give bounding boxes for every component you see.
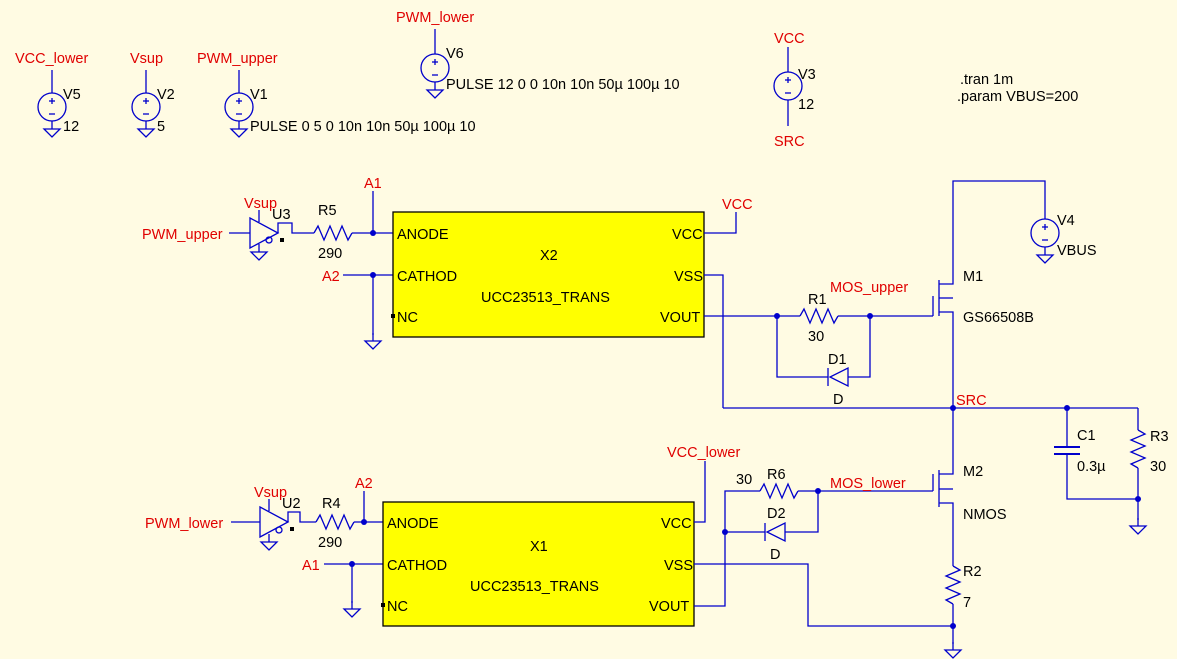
resistor-r5[interactable]: R5 290 bbox=[313, 203, 353, 262]
u3-name: U3 bbox=[272, 207, 291, 223]
lower-a2-label: A2 bbox=[355, 476, 373, 492]
upper-vcc-label: VCC bbox=[722, 197, 753, 213]
capacitor-c1[interactable]: C1 0.3µ bbox=[1054, 408, 1138, 500]
x2-pin-vcc: VCC bbox=[672, 227, 703, 243]
v1-name: V1 bbox=[250, 87, 268, 103]
lower-a1-label: A1 bbox=[302, 558, 320, 574]
src-net-label: SRC bbox=[956, 393, 987, 409]
x2-part: UCC23513_TRANS bbox=[481, 290, 610, 306]
x1-pin-vss: VSS bbox=[664, 558, 693, 574]
diode-d1[interactable]: D1 D bbox=[827, 352, 849, 408]
x2-pin-cathod: CATHOD bbox=[397, 269, 457, 285]
m2-name: M2 bbox=[963, 464, 983, 480]
buffer-u3[interactable]: Vsup U3 bbox=[244, 196, 291, 261]
r3-value: 30 bbox=[1150, 459, 1166, 475]
x1-pin-vout: VOUT bbox=[649, 599, 689, 615]
tran-directive[interactable]: .tran 1m bbox=[960, 72, 1013, 88]
x1-name: X1 bbox=[530, 539, 548, 555]
v5-net-label: VCC_lower bbox=[15, 51, 88, 67]
v2-value: 5 bbox=[157, 119, 165, 135]
ic-x2[interactable]: ANODE CATHOD NC VCC VSS VOUT X2 UCC23513… bbox=[392, 211, 705, 338]
pwm-lower-label: PWM_lower bbox=[145, 516, 223, 532]
source-v5[interactable]: VCC_lower V5 12 bbox=[15, 51, 88, 138]
u3-supply: Vsup bbox=[244, 196, 277, 212]
mos-lower-label: MOS_lower bbox=[830, 476, 906, 492]
d2-name: D2 bbox=[767, 506, 786, 522]
param-directive[interactable]: .param VBUS=200 bbox=[957, 89, 1078, 105]
source-v6[interactable]: PWM_lower V6 PULSE 12 0 0 10n 10n 50µ 10… bbox=[396, 10, 680, 99]
r5-name: R5 bbox=[318, 203, 337, 219]
x1-part: UCC23513_TRANS bbox=[470, 579, 599, 595]
v1-net-label: PWM_upper bbox=[197, 51, 278, 67]
v6-name: V6 bbox=[446, 46, 464, 62]
source-v1[interactable]: PWM_upper V1 PULSE 0 5 0 10n 10n 50µ 100… bbox=[197, 51, 476, 138]
v4-name: V4 bbox=[1057, 213, 1075, 229]
r5-value: 290 bbox=[318, 246, 342, 262]
upper-a2-label: A2 bbox=[322, 269, 340, 285]
x1-pin-cathod: CATHOD bbox=[387, 558, 447, 574]
resistor-r1[interactable]: R1 30 bbox=[799, 292, 839, 345]
v1-value: PULSE 0 5 0 10n 10n 50µ 100µ 10 bbox=[250, 119, 476, 135]
r6-value: 30 bbox=[736, 472, 752, 488]
mos-upper-label: MOS_upper bbox=[830, 280, 908, 296]
x2-pin-vss: VSS bbox=[674, 269, 703, 285]
u2-name: U2 bbox=[282, 496, 301, 512]
m1-name: M1 bbox=[963, 269, 983, 285]
v3-name: V3 bbox=[798, 67, 816, 83]
x2-pin-vout: VOUT bbox=[660, 310, 700, 326]
v2-name: V2 bbox=[157, 87, 175, 103]
v6-value: PULSE 12 0 0 10n 10n 50µ 100µ 10 bbox=[446, 77, 680, 93]
diode-d2[interactable]: D2 D bbox=[764, 506, 786, 563]
c1-value: 0.3µ bbox=[1077, 459, 1106, 475]
pwm-upper-label: PWM_upper bbox=[142, 227, 223, 243]
source-v4[interactable]: V4 VBUS bbox=[1030, 213, 1097, 264]
x2-name: X2 bbox=[540, 248, 558, 264]
r2-value: 7 bbox=[963, 595, 971, 611]
m1-part: GS66508B bbox=[963, 310, 1034, 326]
r3-name: R3 bbox=[1150, 429, 1169, 445]
x1-pin-anode: ANODE bbox=[387, 516, 439, 532]
x2-pin-anode: ANODE bbox=[397, 227, 449, 243]
v3-net-bot: SRC bbox=[774, 134, 805, 150]
resistor-r4[interactable]: R4 290 bbox=[315, 496, 355, 551]
buffer-u2[interactable]: Vsup U2 bbox=[254, 485, 301, 551]
r6-name: R6 bbox=[767, 467, 786, 483]
x1-pin-nc: NC bbox=[387, 599, 408, 615]
resistor-r6[interactable]: R6 bbox=[759, 467, 799, 500]
v6-net-label: PWM_lower bbox=[396, 10, 474, 26]
d2-value: D bbox=[770, 547, 780, 563]
source-v3[interactable]: VCC V3 12 SRC bbox=[773, 31, 816, 150]
r4-value: 290 bbox=[318, 535, 342, 551]
resistor-r3[interactable]: R3 30 bbox=[1129, 408, 1169, 535]
v3-net-top: VCC bbox=[774, 31, 805, 47]
mosfet-m2[interactable]: M2 NMOS bbox=[932, 408, 1007, 566]
m2-part: NMOS bbox=[963, 507, 1007, 523]
v4-value: VBUS bbox=[1057, 243, 1097, 259]
u2-supply: Vsup bbox=[254, 485, 287, 501]
r2-name: R2 bbox=[963, 564, 982, 580]
upper-a1-label: A1 bbox=[364, 176, 382, 192]
v2-net-label: Vsup bbox=[130, 51, 163, 67]
d1-value: D bbox=[833, 392, 843, 408]
r1-name: R1 bbox=[808, 292, 827, 308]
d1-name: D1 bbox=[828, 352, 847, 368]
source-v2[interactable]: Vsup V2 5 bbox=[130, 51, 175, 138]
resistor-r2[interactable]: R2 7 bbox=[944, 564, 982, 659]
r1-value: 30 bbox=[808, 329, 824, 345]
mosfet-m1[interactable]: M1 GS66508B bbox=[932, 180, 1046, 408]
v3-value: 12 bbox=[798, 97, 814, 113]
r4-name: R4 bbox=[322, 496, 341, 512]
x1-pin-vcc: VCC bbox=[661, 516, 692, 532]
lower-vcc-label: VCC_lower bbox=[667, 445, 740, 461]
x2-pin-nc: NC bbox=[397, 310, 418, 326]
c1-name: C1 bbox=[1077, 428, 1096, 444]
v5-name: V5 bbox=[63, 87, 81, 103]
v5-value: 12 bbox=[63, 119, 79, 135]
ic-x1[interactable]: ANODE CATHOD NC VCC VSS VOUT X1 UCC23513… bbox=[382, 501, 695, 627]
